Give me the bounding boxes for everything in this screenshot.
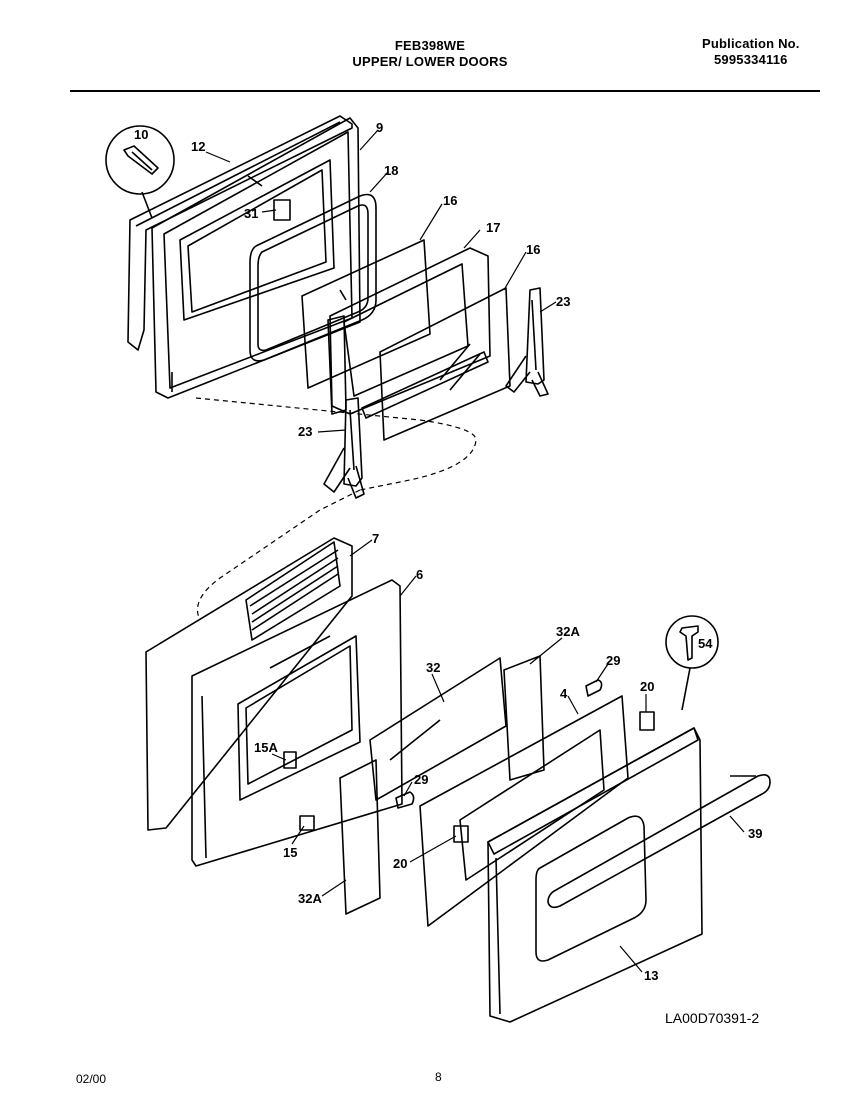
model-number: FEB398WE <box>394 38 466 53</box>
glass-32 <box>369 657 507 801</box>
callout-23-left: 23 <box>298 424 312 439</box>
inner-door-panel-6 <box>191 579 403 867</box>
screw-54-circle <box>665 615 719 711</box>
door-liner-18 <box>249 193 377 362</box>
inner-glass-4 <box>419 695 629 927</box>
callout-18: 18 <box>384 163 398 178</box>
bumper-29-bottom <box>395 791 415 809</box>
section-title: UPPER/ LOWER DOORS <box>352 54 508 69</box>
door-seal-gasket <box>127 115 353 351</box>
bumper-29-top <box>585 679 603 697</box>
callout-15: 15 <box>283 845 297 860</box>
callout-32: 32 <box>426 660 440 675</box>
lower-assembly-leader <box>196 489 361 621</box>
callout-10: 10 <box>134 127 148 142</box>
gasket-20-top <box>639 711 655 731</box>
screw-10-circle <box>105 125 175 219</box>
callout-16-lower: 16 <box>526 242 540 257</box>
upper-assembly-leader <box>195 397 477 491</box>
bracket-15 <box>299 815 315 831</box>
callout-6: 6 <box>416 567 423 582</box>
callout-15a: 15A <box>254 740 278 755</box>
glass-retainer-32a-bottom <box>339 759 381 915</box>
callout-29-top: 29 <box>606 653 620 668</box>
handle-39 <box>547 774 771 909</box>
callout-54: 54 <box>698 636 713 651</box>
callout-32a-top: 32A <box>556 624 580 639</box>
hinge-23-left <box>323 397 365 499</box>
callout-4: 4 <box>560 686 568 701</box>
callout-32a-bottom: 32A <box>298 891 322 906</box>
footer-page-number: 8 <box>435 1070 442 1084</box>
callout-39: 39 <box>748 826 762 841</box>
footer-date: 02/00 <box>76 1072 107 1086</box>
callout-20-top: 20 <box>640 679 654 694</box>
bracket-15a <box>283 751 297 769</box>
callout-17: 17 <box>486 220 500 235</box>
callout-23-right: 23 <box>556 294 570 309</box>
hinge-23-right <box>505 287 549 397</box>
callout-29-bottom: 29 <box>414 772 428 787</box>
diagram-code: LA00D70391-2 <box>665 1010 759 1026</box>
callout-20-bottom: 20 <box>393 856 407 871</box>
callout-12: 12 <box>191 139 205 154</box>
leader-lines <box>205 129 745 973</box>
glass-16-front <box>379 287 511 441</box>
callout-7: 7 <box>372 531 379 546</box>
callout-9: 9 <box>376 120 383 135</box>
callout-31: 31 <box>244 206 258 221</box>
publication-number: 5995334116 <box>714 52 788 67</box>
insulation-7 <box>145 537 353 831</box>
callout-labels: 10 12 9 18 31 16 17 16 23 23 7 6 32A 29 … <box>134 120 762 1026</box>
outer-door-panel-13 <box>487 727 703 1023</box>
publication-label: Publication No. <box>702 36 800 51</box>
glass-retainer-32a-top <box>503 655 545 781</box>
header-rule <box>70 90 820 92</box>
glass-16-rear <box>301 239 431 389</box>
callout-16-upper: 16 <box>443 193 457 208</box>
callout-13: 13 <box>644 968 658 983</box>
